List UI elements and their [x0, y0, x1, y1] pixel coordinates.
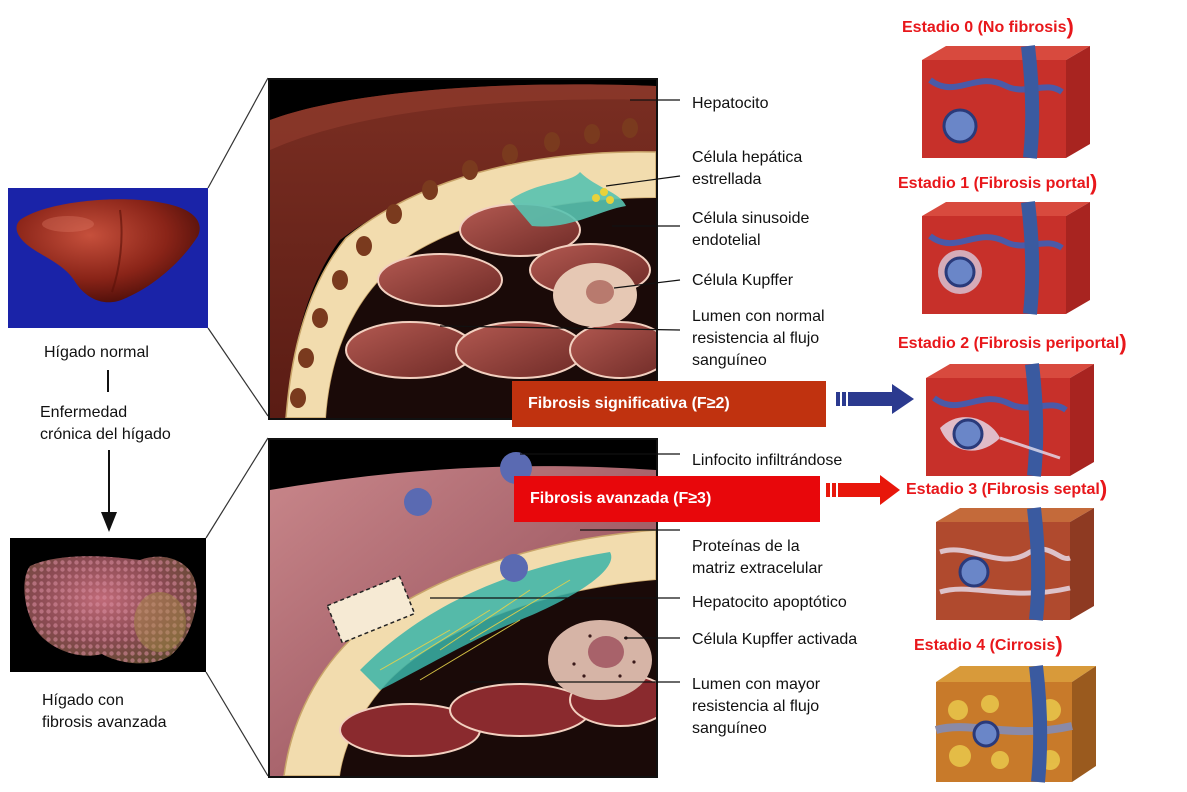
label-hepatocito: Hepatocito	[692, 93, 769, 115]
label-kupffer-activada: Célula Kupffer activada	[692, 629, 857, 651]
advanced-fibrosis-banner: Fibrosis avanzada (F≥3)	[514, 476, 820, 522]
stage-3-paren: )	[1100, 476, 1107, 501]
red-arrow-icon	[826, 474, 902, 506]
stage-4-cube	[930, 660, 1102, 788]
stage-2-paren: )	[1119, 330, 1126, 355]
label-celula-sinusoide: Célula sinusoide endotelial	[692, 208, 809, 252]
stage-0-title: Estadio 0 (No fibrosis)	[902, 14, 1074, 40]
stage-0-paren: )	[1066, 14, 1073, 39]
stage-2-cube	[920, 358, 1100, 482]
stage-1-paren: )	[1090, 170, 1097, 195]
label-lumen-normal: Lumen con normal resistencia al flujo sa…	[692, 306, 825, 372]
stage-2-title: Estadio 2 (Fibrosis periportal)	[898, 330, 1127, 356]
significant-fibrosis-banner: Fibrosis significativa (F≥2)	[512, 381, 826, 427]
stage-0-cube	[916, 40, 1096, 164]
stage-3-cube	[930, 502, 1100, 626]
label-hepatocito-apoptotico: Hepatocito apoptótico	[692, 592, 847, 614]
stage-3-text: Estadio 3 (Fibrosis septal	[906, 481, 1100, 498]
stage-4-title: Estadio 4 (Cirrosis)	[914, 632, 1063, 658]
stage-0-text: Estadio 0 (No fibrosis	[902, 19, 1066, 36]
stage-2-text: Estadio 2 (Fibrosis periportal	[898, 335, 1119, 352]
stage-1-cube	[916, 196, 1096, 320]
label-celula-kupffer: Célula Kupffer	[692, 270, 793, 292]
label-linfocito: Linfocito infiltrándose	[692, 450, 842, 472]
label-proteinas-matriz: Proteínas de la matriz extracelular	[692, 536, 823, 580]
stage-1-title: Estadio 1 (Fibrosis portal)	[898, 170, 1097, 196]
label-celula-estrellada: Célula hepática estrellada	[692, 147, 802, 191]
stage-1-text: Estadio 1 (Fibrosis portal	[898, 175, 1090, 192]
stage-4-paren: )	[1055, 632, 1062, 657]
label-lumen-mayor: Lumen con mayor resistencia al flujo san…	[692, 674, 820, 740]
top-leader-lines	[0, 0, 700, 420]
blue-arrow-icon	[836, 382, 916, 416]
stage-4-text: Estadio 4 (Cirrosis	[914, 637, 1055, 654]
